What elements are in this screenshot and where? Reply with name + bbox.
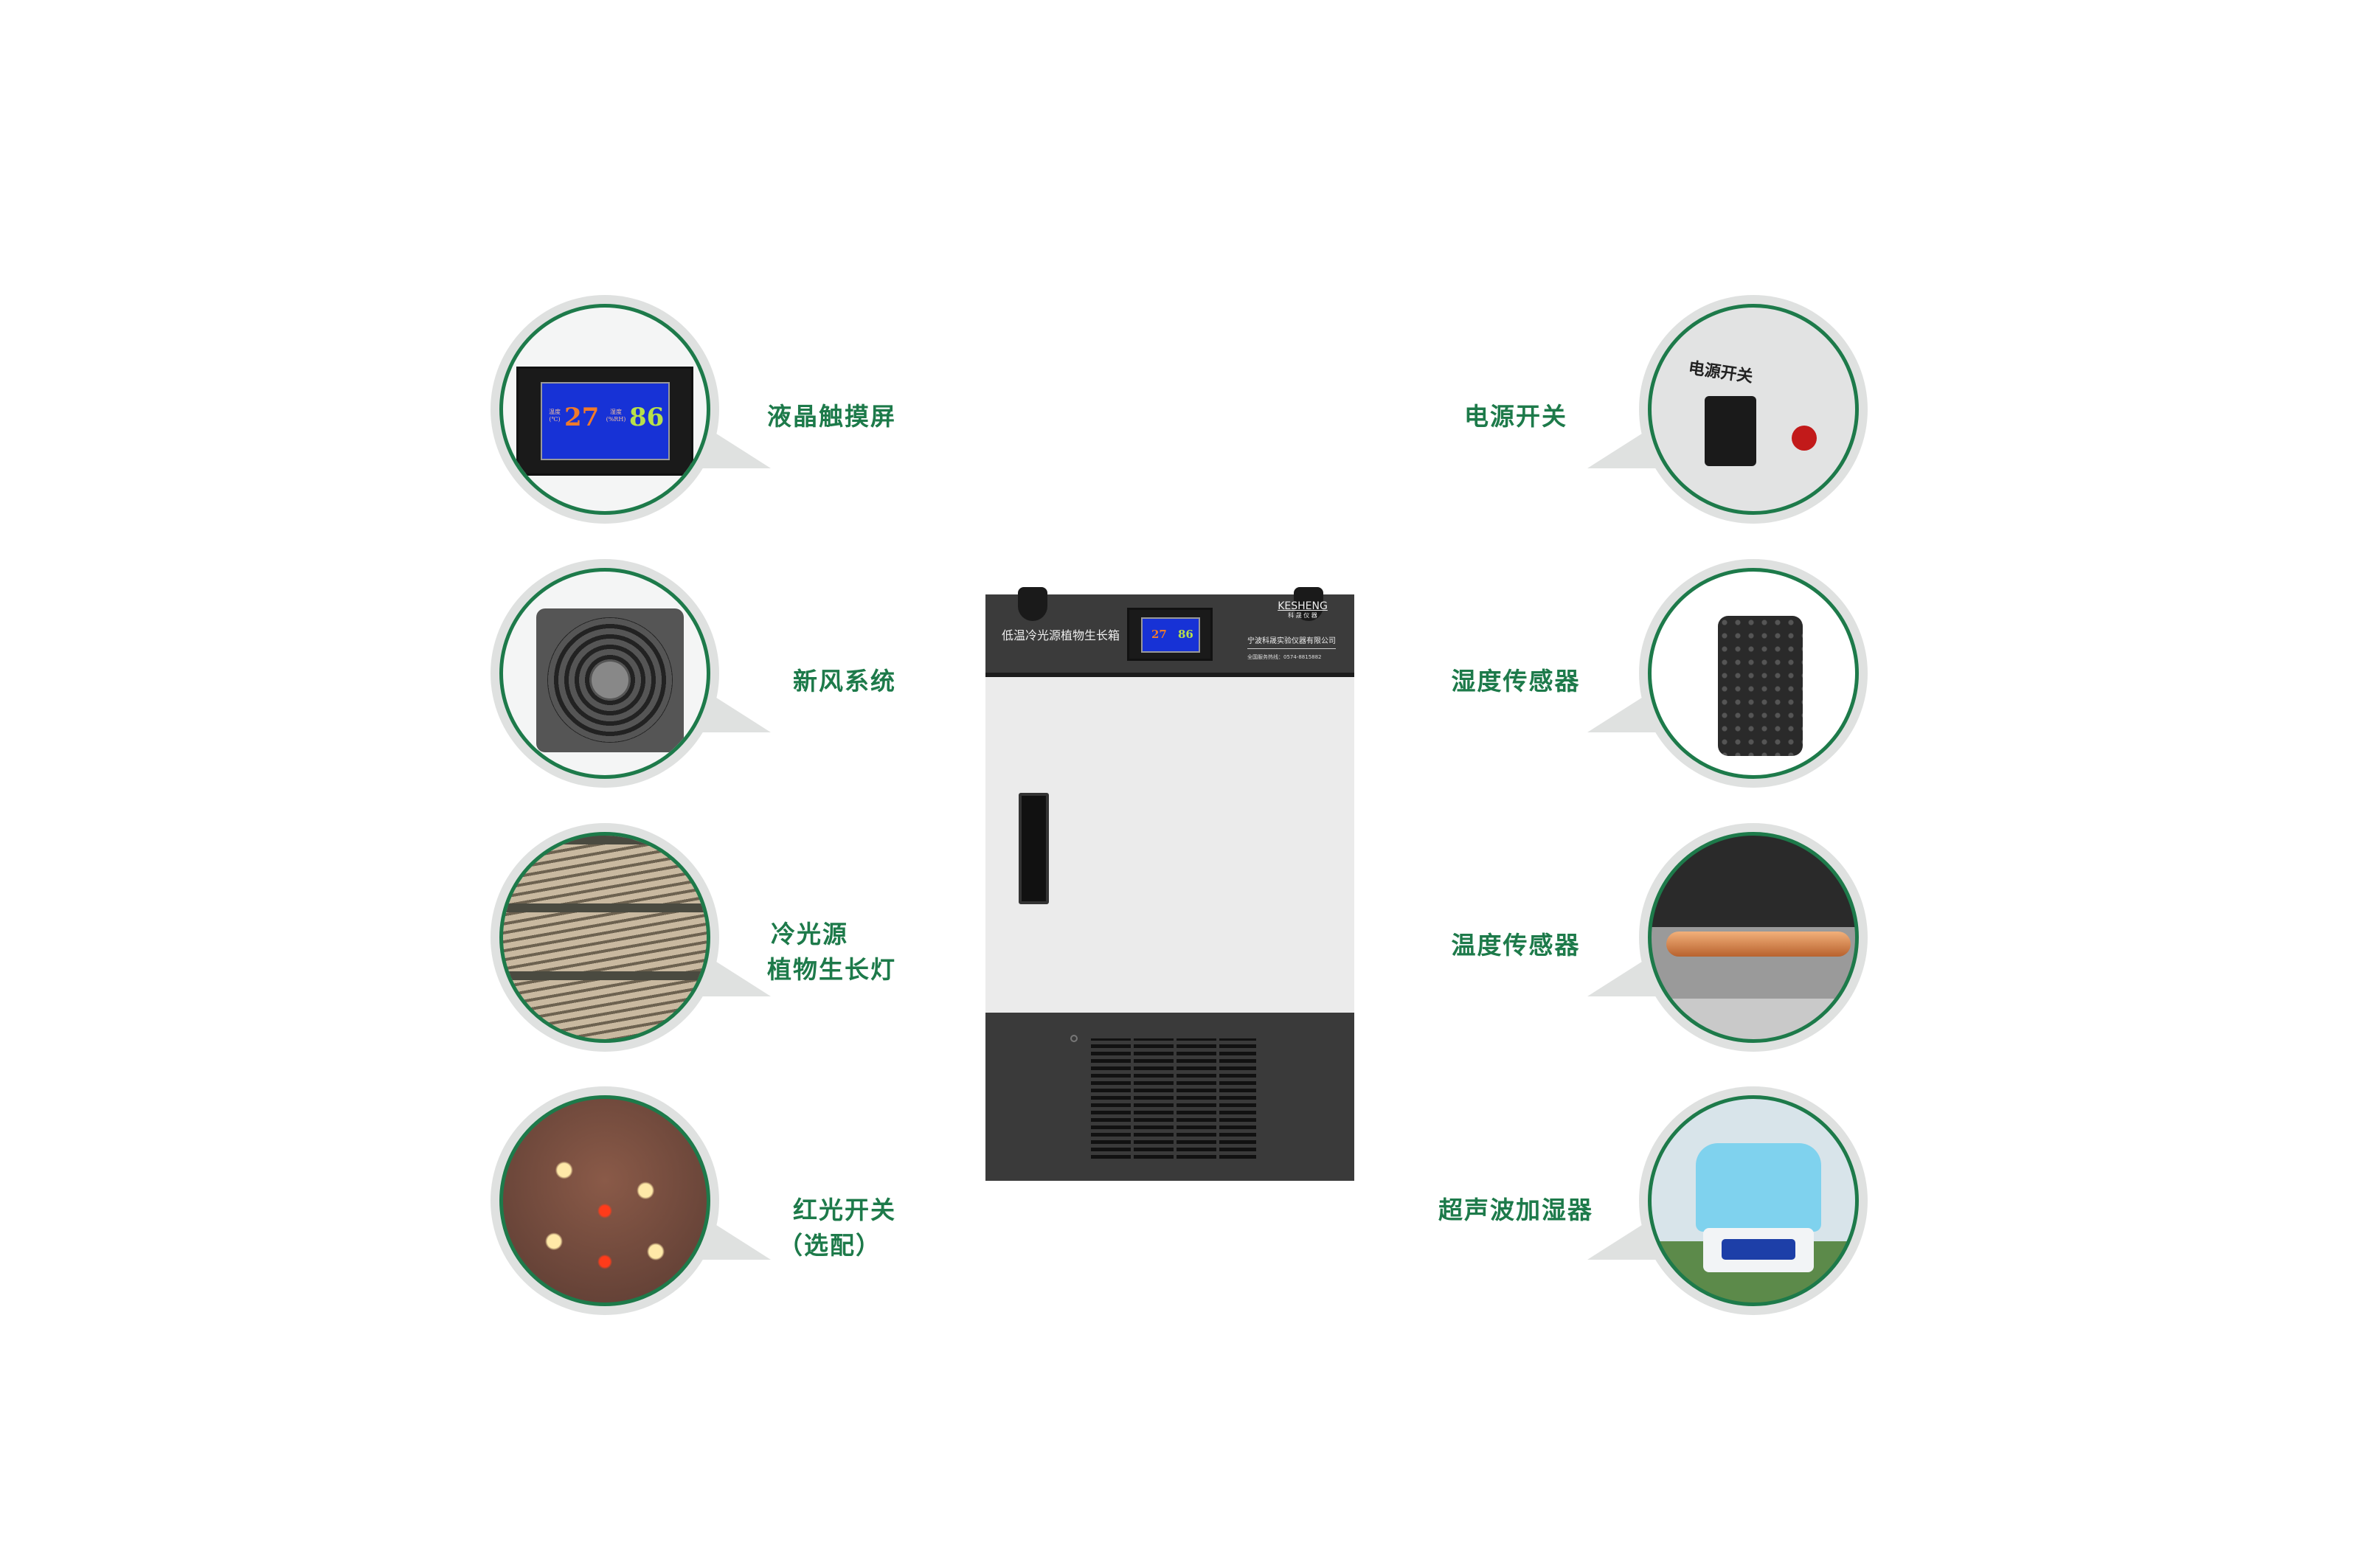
company-name: 宁波科晟实验仪器有限公司 (1247, 637, 1336, 649)
feature-grow-light-bubble (491, 823, 771, 1052)
feature-temperature-sensor-bubble (1587, 823, 1868, 1052)
temperature-label: 温度 (549, 409, 561, 415)
feature-touchscreen-bubble: 温度 (℃) 27 湿度 (%RH) 86 (491, 295, 771, 524)
panel-display[interactable]: 27 86 (1127, 608, 1213, 661)
humidifier-icon (1696, 1143, 1821, 1232)
feature-humidity-sensor-bubble (1587, 559, 1868, 788)
brand-name: KESHENG (1278, 600, 1328, 612)
label-line: 红光开关 (793, 1196, 896, 1224)
feature-power-switch-bubble: 电源开关 (1587, 295, 1868, 524)
hotline: 全国服务热线：0574-8815882 (1247, 654, 1322, 660)
label-fresh-air: 新风系统 (793, 667, 896, 695)
temperature-label-block: 温度 (℃) (545, 409, 564, 423)
power-switch-icon (1705, 396, 1756, 466)
feature-fan-bubble (491, 559, 771, 788)
humidity-label: 湿度 (610, 409, 622, 415)
fan-icon (536, 608, 684, 752)
panel-temperature: 27 (1151, 628, 1167, 641)
indicator-light-icon (1792, 426, 1817, 451)
temperature-value: 27 (564, 403, 600, 432)
humidity-label-block: 湿度 (%RH) (604, 409, 628, 423)
panel-humidity: 86 (1178, 628, 1193, 641)
lower-cabinet (985, 1013, 1354, 1181)
label-red-light: 红光开关 （选配） (675, 1193, 896, 1263)
label-line: 植物生长灯 (767, 955, 896, 984)
label-humidity-sensor: 湿度传感器 (1451, 667, 1581, 695)
humidity-unit: (%RH) (606, 416, 626, 423)
label-touchscreen: 液晶触摸屏 (767, 402, 896, 431)
label-power-switch: 电源开关 (1464, 402, 1567, 431)
label-line: （选配） (778, 1231, 881, 1260)
ventilation-grille (1091, 1038, 1256, 1159)
feature-red-light-bubble (491, 1086, 771, 1315)
brand-name-cn: 科 晟 仪 器 (1288, 612, 1317, 619)
brand-logo: KESHENG 科 晟 仪 器 (1258, 600, 1347, 620)
humidity-value: 86 (629, 403, 665, 432)
label-temperature-sensor: 温度传感器 (1451, 931, 1581, 960)
caster-wheel (1018, 587, 1047, 621)
feature-humidifier-bubble (1587, 1086, 1868, 1315)
keyhole-icon (1070, 1035, 1078, 1042)
door-handle[interactable] (1019, 793, 1049, 904)
caster-wheel (1294, 587, 1323, 621)
label-humidifier: 超声波加湿器 (1438, 1196, 1593, 1224)
copper-pipe-icon (1666, 932, 1851, 957)
red-led-icon (503, 1099, 707, 1302)
label-grow-light: 冷光源 植物生长灯 (675, 917, 896, 988)
humidity-sensor-icon (1718, 616, 1803, 756)
touchscreen-photo: 温度 (℃) 27 湿度 (%RH) 86 (516, 367, 693, 476)
temperature-unit: (℃) (549, 416, 561, 423)
photo-text: 电源开关 (1687, 358, 1754, 386)
chamber-door[interactable] (985, 677, 1354, 1013)
growth-chamber: 低温冷光源植物生长箱 27 86 KESHENG 科 晟 仪 器 宁波科晟实验仪… (985, 594, 1354, 1181)
grow-light-icon (503, 836, 707, 1039)
label-line: 冷光源 (771, 920, 848, 948)
machine-title: 低温冷光源植物生长箱 (1002, 628, 1120, 642)
